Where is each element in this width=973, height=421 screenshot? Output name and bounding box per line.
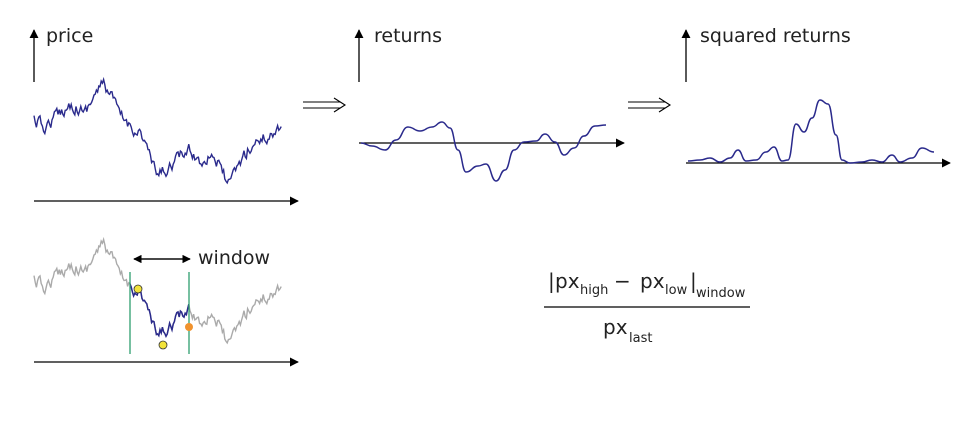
window-low-marker: [158, 340, 168, 350]
formula-sub-window: window: [696, 286, 746, 301]
formula-sub-high: high: [580, 283, 608, 298]
transform-arrow-2: [628, 97, 672, 113]
window-last-marker: [185, 323, 193, 331]
window-label: window: [198, 247, 270, 269]
returns-series-line: [360, 121, 607, 182]
formula-px-last: px: [603, 315, 628, 339]
transform-arrow-1: [303, 97, 347, 113]
range-formula: | px high − px low | window px last: [544, 269, 750, 346]
price-label: price: [46, 25, 93, 47]
formula-sub-last: last: [629, 331, 652, 346]
formula-minus: −: [614, 269, 631, 293]
price-series-line: [33, 76, 282, 185]
formula-px-low: px: [640, 269, 665, 293]
returns-panel: returns: [354, 25, 625, 182]
window-high-marker: [133, 284, 143, 294]
formula-bar-left: |: [548, 269, 555, 293]
formula-sub-low: low: [665, 283, 688, 298]
window-panel: window: [33, 236, 299, 367]
squared-returns-label: squared returns: [700, 25, 851, 47]
formula-px-high: px: [555, 269, 580, 293]
squared-returns-panel: squared returns: [681, 25, 951, 168]
formula-bar-right: |: [690, 269, 697, 293]
returns-label: returns: [374, 25, 442, 47]
price-panel: price: [29, 25, 299, 206]
squared-returns-series-line: [687, 99, 935, 164]
